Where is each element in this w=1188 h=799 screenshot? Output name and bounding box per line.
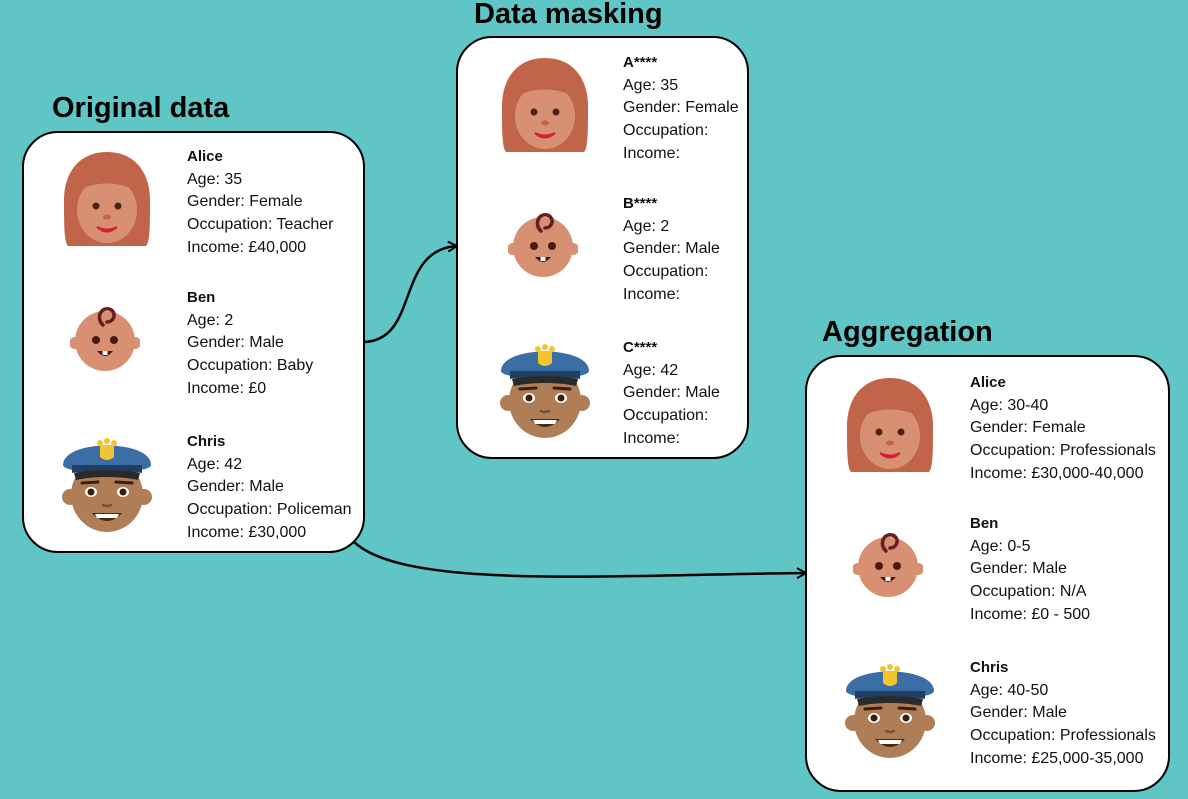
- record-occupation: Occupation: N/A: [970, 583, 1087, 601]
- record-name: Alice: [187, 148, 223, 165]
- record-age: Age: 40-50: [970, 681, 1049, 699]
- police-officer-face-icon: [843, 661, 937, 759]
- record-gender: Gender: Female: [187, 193, 303, 211]
- original-data-title: Original data: [52, 92, 230, 124]
- record-income: Income: £0: [187, 379, 267, 397]
- record-gender: Gender: Male: [970, 704, 1067, 722]
- record-income: Income: £30,000-40,000: [970, 464, 1144, 482]
- record-gender: Gender: Male: [623, 240, 720, 258]
- record-age: Age: 0-5: [970, 537, 1031, 555]
- record-fields: Ben Age: 0-5 Gender: Male Occupation: N/…: [970, 513, 1090, 626]
- record-fields: A**** Age: 35 Gender: Female Occupation:…: [623, 52, 739, 165]
- record-age: Age: 2: [187, 311, 234, 329]
- record-gender: Gender: Male: [187, 478, 284, 496]
- police-officer-face-icon: [498, 341, 592, 439]
- record-occupation: Occupation: Policeman: [187, 501, 352, 519]
- record-income: Income: £25,000-35,000: [970, 749, 1144, 767]
- record-occupation: Occupation: Baby: [187, 357, 314, 375]
- record-income: Income:: [623, 285, 680, 303]
- record-occupation: Occupation:: [623, 407, 709, 425]
- record-income: Income: £30,000: [187, 523, 307, 541]
- record-income: Income: £0 - 500: [970, 605, 1091, 623]
- record-income: Income:: [623, 429, 680, 447]
- record-income: Income:: [623, 144, 680, 162]
- record-fields: Chris Age: 40-50 Gender: Male Occupation…: [970, 657, 1156, 770]
- police-officer-face-icon: [60, 435, 154, 533]
- record-age: Age: 30-40: [970, 396, 1049, 414]
- baby-face-icon: [508, 209, 578, 279]
- woman-face-icon: [843, 376, 937, 474]
- record-age: Age: 35: [623, 76, 679, 94]
- data-masking-title: Data masking: [474, 0, 663, 30]
- record-occupation: Occupation: Professionals: [970, 727, 1156, 745]
- record-name: A****: [623, 54, 658, 71]
- record-fields: Alice Age: 30-40 Gender: Female Occupati…: [970, 372, 1156, 485]
- record-fields: B**** Age: 2 Gender: Male Occupation: In…: [623, 193, 720, 306]
- woman-face-icon: [498, 56, 592, 154]
- record-age: Age: 42: [623, 361, 679, 379]
- record-age: Age: 42: [187, 455, 243, 473]
- record-occupation: Occupation: Teacher: [187, 216, 334, 234]
- baby-face-icon: [853, 529, 923, 599]
- record-name: Ben: [970, 515, 999, 532]
- aggregation-card: Alice Age: 30-40 Gender: Female Occupati…: [805, 355, 1170, 792]
- record-fields: Ben Age: 2 Gender: Male Occupation: Baby…: [187, 287, 313, 400]
- record-name: Ben: [187, 289, 216, 306]
- record-age: Age: 35: [187, 170, 243, 188]
- baby-face-icon: [70, 303, 140, 373]
- record-gender: Gender: Female: [970, 419, 1086, 437]
- data-masking-card: A**** Age: 35 Gender: Female Occupation:…: [456, 36, 749, 459]
- record-occupation: Occupation:: [623, 263, 709, 281]
- record-income: Income: £40,000: [187, 238, 307, 256]
- record-gender: Gender: Female: [623, 99, 739, 117]
- record-fields: C**** Age: 42 Gender: Male Occupation: I…: [623, 337, 720, 450]
- original-data-card: Alice Age: 35 Gender: Female Occupation:…: [22, 131, 365, 553]
- record-gender: Gender: Male: [623, 384, 720, 402]
- record-age: Age: 2: [623, 217, 670, 235]
- record-name: B****: [623, 195, 658, 212]
- record-name: Chris: [970, 659, 1009, 676]
- record-name: Chris: [187, 433, 226, 450]
- record-occupation: Occupation:: [623, 122, 709, 140]
- arrow-to-masking: [363, 246, 457, 344]
- record-gender: Gender: Male: [187, 334, 284, 352]
- record-name: Alice: [970, 374, 1006, 391]
- record-occupation: Occupation: Professionals: [970, 442, 1156, 460]
- woman-face-icon: [60, 150, 154, 248]
- record-name: C****: [623, 339, 658, 356]
- record-fields: Chris Age: 42 Gender: Male Occupation: P…: [187, 431, 352, 544]
- record-gender: Gender: Male: [970, 560, 1067, 578]
- arrow-to-aggregation: [351, 539, 806, 577]
- aggregation-title: Aggregation: [822, 316, 993, 348]
- record-fields: Alice Age: 35 Gender: Female Occupation:…: [187, 146, 333, 259]
